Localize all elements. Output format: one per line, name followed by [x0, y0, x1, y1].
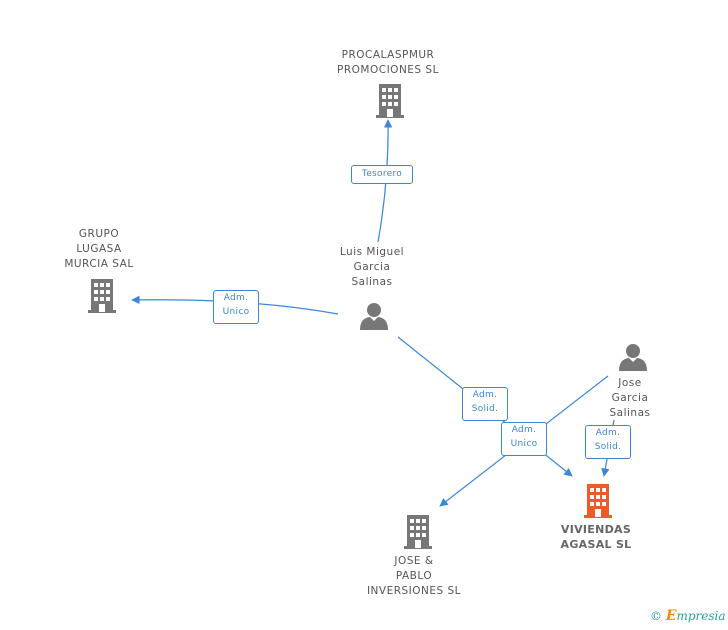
edge-badge-adm-unico-jose-pablo: Adm. Unico [501, 422, 547, 456]
node-label-grupo-lugasa[interactable]: GRUPO LUGASA MURCIA SAL [64, 228, 134, 270]
node-label-luis-miguel[interactable]: Luis Miguel Garcia Salinas [339, 246, 405, 288]
empresia-logo: © Empresia [650, 608, 726, 624]
building-icon[interactable] [88, 279, 116, 313]
person-icon[interactable] [619, 344, 647, 371]
copyright-symbol: © [650, 609, 662, 623]
building-icon[interactable] [404, 515, 432, 549]
brand-name: mpresia [676, 609, 726, 623]
building-icon-highlighted[interactable] [584, 484, 612, 518]
edge-badge-adm-solid-luis: Adm. Solid. [462, 387, 508, 421]
node-label-jose-garcia[interactable]: Jose Garcia Salinas [609, 377, 651, 419]
person-icon[interactable] [360, 303, 388, 330]
brand-e: E [665, 608, 677, 624]
building-icon[interactable] [374, 84, 406, 118]
edge-badge-adm-solid-jose: Adm. Solid. [585, 425, 631, 459]
edge-badge-adm-unico-grupo: Adm. Unico [213, 290, 259, 324]
edge-badge-tesorero: Tesorero [351, 165, 413, 184]
node-label-viviendas[interactable]: VIVIENDAS AGASAL SL [560, 523, 632, 551]
node-label-jose-pablo[interactable]: JOSE & PABLO INVERSIONES SL [366, 555, 462, 597]
node-label-procalaspmur[interactable]: PROCALASPMUR PROMOCIONES SL [337, 49, 439, 76]
